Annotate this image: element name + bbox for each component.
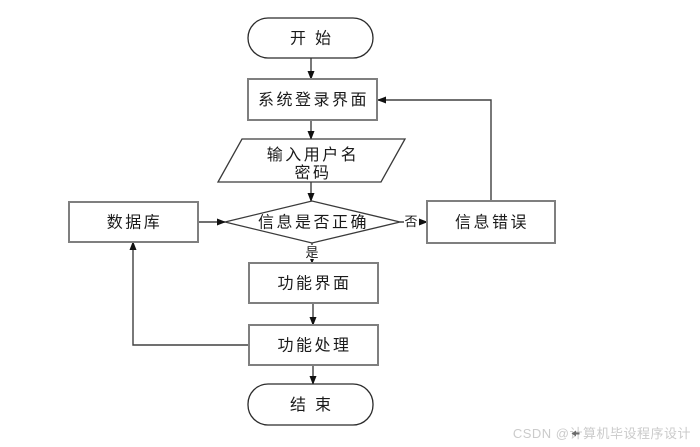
end-terminator-shape <box>247 383 374 426</box>
node-input: 输入用户名 密码 <box>216 138 407 183</box>
edge-label-yes-bg <box>305 245 320 259</box>
login-process-shape <box>247 78 378 121</box>
node-function-process: 功能处理 <box>248 324 379 366</box>
node-error: 信息错误 <box>426 200 556 244</box>
decision-label: 信息是否正确 <box>258 214 369 232</box>
decision-diamond-shape <box>224 200 401 244</box>
node-end: 结束 <box>247 383 374 426</box>
error-process-shape <box>426 200 556 244</box>
database-label: 数据库 <box>107 214 163 232</box>
edge-function-process-to-database <box>129 241 249 346</box>
node-start: 开始 <box>247 17 374 59</box>
input-label-line1: 输入用户名 <box>267 146 360 164</box>
end-label: 结束 <box>290 396 340 414</box>
function-process-label: 功能处理 <box>277 337 351 355</box>
edge-label-yes-text: 是 <box>305 245 318 260</box>
node-login: 系统登录界面 <box>247 78 378 121</box>
login-label: 系统登录界面 <box>258 91 369 109</box>
node-decision: 信息是否正确 <box>224 200 401 244</box>
edges <box>129 58 492 385</box>
node-function-ui: 功能界面 <box>248 262 379 304</box>
edge-label-no: 否 <box>404 213 419 229</box>
function-ui-process-shape <box>248 262 379 304</box>
start-terminator-shape <box>247 17 374 59</box>
watermark-text: CSDN @计算机毕设程序设计 <box>512 426 691 441</box>
edge-label-no-text: 否 <box>404 214 417 229</box>
function-ui-label: 功能界面 <box>277 275 351 293</box>
database-process-shape <box>68 201 199 243</box>
input-io-shape <box>216 138 407 183</box>
function-process-shape <box>248 324 379 366</box>
start-label: 开始 <box>290 30 340 48</box>
error-label: 信息错误 <box>455 214 529 232</box>
edge-error-to-login <box>377 96 492 201</box>
input-label-line2: 密码 <box>294 164 331 182</box>
edge-label-no-bg <box>404 213 419 227</box>
node-database: 数据库 <box>68 201 199 243</box>
edge-label-yes: 是 <box>305 245 320 260</box>
mouse-cursor-icon <box>571 430 580 437</box>
